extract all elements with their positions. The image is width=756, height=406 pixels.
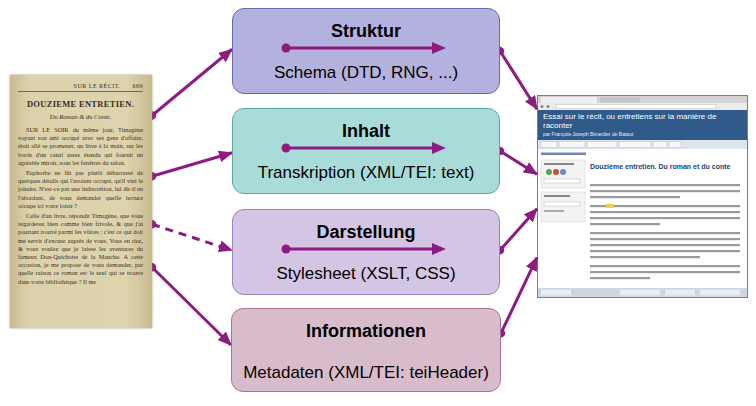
browser-window <box>653 142 667 148</box>
inner-arrow <box>432 142 446 154</box>
body-paragraph: Celle d'un livre, répondit Timagène, que… <box>18 212 143 286</box>
page-title: Essai sur le récit, ou entretiens sur la… <box>543 112 741 130</box>
page-header: SUR LE RÉCIT. 669 <box>18 82 143 92</box>
browser-window <box>538 110 747 140</box>
browser-window <box>541 192 585 222</box>
browser-window <box>541 105 544 108</box>
browser-window <box>544 202 580 206</box>
browser-window <box>665 290 695 296</box>
chapter-title: DOUZIEME ENTRETIEN. <box>18 99 143 110</box>
body-paragraph: SUR LE SOIR du même jour, Timagène voyan… <box>18 126 143 167</box>
box-heading: Struktur <box>331 20 401 42</box>
browser-window <box>590 217 740 219</box>
browser-window <box>620 290 660 296</box>
connector-arrow <box>501 257 537 333</box>
browser-window <box>600 98 640 103</box>
browser-window <box>590 211 740 213</box>
inner-arrow <box>282 245 291 254</box>
browser-window <box>541 142 557 148</box>
browser-window <box>538 288 747 297</box>
browser-window <box>538 96 747 103</box>
connector-arrow <box>500 51 537 109</box>
body-paragraph: Euphorbe ne fût pas plutôt débarrassé de… <box>18 169 143 210</box>
page-number: 669 <box>133 82 144 90</box>
browser-window <box>590 277 650 279</box>
connector-arrow <box>152 49 232 115</box>
connector-arrow <box>500 209 537 251</box>
box-heading: Inhalt <box>342 120 390 142</box>
browser-window <box>669 142 681 148</box>
browser-window <box>590 190 740 192</box>
box-body: Schema (DTD, RNG, ...) <box>274 62 458 84</box>
inner-arrow <box>432 42 446 54</box>
browser-window <box>590 205 740 207</box>
browser-window <box>544 163 574 165</box>
browser-window <box>590 256 700 258</box>
browser-window <box>556 105 716 109</box>
browser-window <box>553 169 559 175</box>
browser-window <box>544 195 570 197</box>
process-box: InformationenMetadaten (XML/TEI: teiHead… <box>231 308 501 392</box>
book-page: SUR LE RÉCIT. 669DOUZIEME ENTRETIEN. Du Ro… <box>10 75 152 328</box>
browser-window <box>590 250 740 252</box>
web-edition-screenshot: Essai sur le récit, ou entretiens sur la… <box>537 95 748 298</box>
chapter-subtitle: Du Roman & du Conte. <box>18 112 143 121</box>
inner-arrow <box>282 44 291 53</box>
browser-window <box>590 238 740 240</box>
inner-arrow <box>286 147 436 150</box>
box-heading: Darstellung <box>316 221 415 243</box>
inner-arrow <box>432 243 446 255</box>
box-body: Transkription (XML/TEI: text) <box>258 162 475 184</box>
box-body: Metadaten (XML/TEI: teiHeader) <box>243 362 489 384</box>
process-box: StrukturSchema (DTD, RNG, ...) <box>232 8 500 94</box>
inner-arrow <box>286 248 436 251</box>
browser-window <box>619 142 651 148</box>
inner-arrow <box>282 144 291 153</box>
browser-window <box>544 179 580 183</box>
browser-window <box>538 103 747 110</box>
page-author: par François-Joseph Bérardier de Bataut <box>543 131 741 137</box>
browser-window <box>590 244 740 246</box>
browser-window <box>541 153 586 156</box>
box-body: Stylesheet (XSLT, CSS) <box>276 263 455 285</box>
browser-window <box>606 204 614 208</box>
browser-window <box>590 196 680 198</box>
process-box: DarstellungStylesheet (XSLT, CSS) <box>232 209 500 295</box>
box-heading: Informationen <box>306 320 426 342</box>
browser-window <box>590 232 740 234</box>
browser-window <box>547 105 550 108</box>
connector-arrow <box>152 224 232 250</box>
browser-window <box>538 96 748 298</box>
section-heading: Douzième entretien. Du roman et du conte <box>590 163 742 171</box>
connector-arrow <box>500 151 537 174</box>
browser-window <box>700 290 740 296</box>
browser-window <box>544 210 564 212</box>
process-box: InhaltTranskription (XML/TEI: text) <box>232 108 500 194</box>
browser-window <box>560 169 566 175</box>
browser-window <box>538 96 748 298</box>
connector-arrow <box>152 153 232 176</box>
browser-window <box>590 184 740 186</box>
inner-arrow <box>286 47 436 50</box>
browser-window <box>587 142 617 148</box>
browser-window <box>541 160 585 188</box>
browser-window <box>590 223 660 225</box>
connector-arrow <box>152 267 231 345</box>
browser-window <box>559 142 585 148</box>
browser-window <box>541 290 571 296</box>
browser-window <box>590 271 740 273</box>
running-head: SUR LE RÉCIT. <box>74 82 121 90</box>
browser-window <box>546 169 552 175</box>
browser-window <box>538 140 747 149</box>
browser-window <box>590 265 740 267</box>
browser-window <box>541 97 597 103</box>
